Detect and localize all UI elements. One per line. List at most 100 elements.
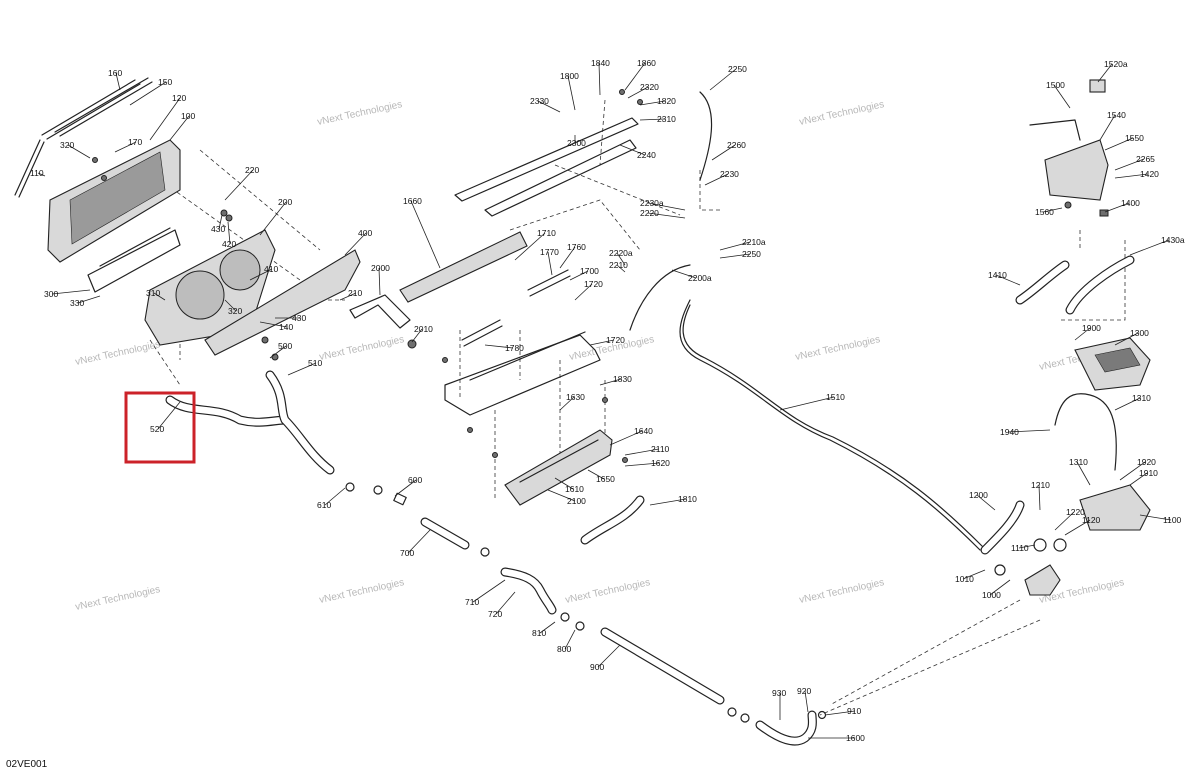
leader-line	[569, 270, 589, 281]
callout-label: 430	[292, 313, 306, 323]
callout-label: 610	[317, 500, 331, 510]
leader-line	[616, 264, 626, 273]
callout-layer: 1601501201001101703202204304202003003303…	[30, 58, 1185, 743]
leader-line	[547, 251, 553, 276]
leader-line	[407, 529, 431, 554]
watermark-text: vNext Technologies	[318, 334, 405, 363]
callout-label: 900	[590, 662, 604, 672]
leader-line	[1097, 63, 1113, 83]
callout-label: 1410	[988, 270, 1007, 280]
callout-label: 1310	[1132, 393, 1151, 403]
callout-label: 1620	[651, 458, 670, 468]
leader-line	[472, 579, 506, 603]
leader-line	[410, 200, 441, 269]
callout-label: 210	[348, 288, 362, 298]
pump-1000	[1024, 564, 1061, 596]
leader-line	[129, 81, 167, 106]
bracket-2000	[349, 294, 411, 329]
callout-label: 1940	[1000, 427, 1019, 437]
callout-label: 1860	[637, 58, 656, 68]
callout-label: 1540	[1107, 110, 1126, 120]
callout-label: 2200a	[688, 273, 712, 283]
callout-label: 170	[128, 137, 142, 147]
callout-label: 140	[279, 322, 293, 332]
callout-label: 2220a	[609, 248, 633, 258]
leader-line	[989, 579, 1011, 596]
callout-label: 1220	[1066, 507, 1085, 517]
leader-line	[711, 144, 736, 161]
watermark-text: vNext Technologies	[74, 584, 161, 613]
callout-label: 1210	[1031, 480, 1050, 490]
callout-label: 800	[557, 644, 571, 654]
leader-line	[589, 339, 615, 346]
assembly-dash-lines	[149, 99, 1126, 716]
leader-line	[411, 328, 423, 343]
leader-line	[671, 269, 697, 279]
leader-line	[51, 289, 91, 295]
callout-label: 1800	[560, 71, 579, 81]
callout-label: 520	[150, 424, 164, 434]
watermark-text: vNext Technologies	[316, 99, 403, 128]
leader-line	[224, 299, 237, 312]
leader-line	[824, 710, 856, 716]
leader-line	[37, 172, 46, 177]
callout-label: 200	[278, 197, 292, 207]
watermark-text: vNext Technologies	[798, 577, 885, 606]
leader-line	[616, 252, 626, 266]
leader-line	[153, 292, 166, 301]
leader-line	[1114, 158, 1145, 171]
leader-line	[227, 221, 231, 245]
callout-label: 420	[222, 239, 236, 249]
callout-label: 2320	[640, 82, 659, 92]
leader-line	[1114, 332, 1139, 346]
callout-label: 100	[181, 111, 195, 121]
callout-label: 2230a	[640, 198, 664, 208]
callout-label: 400	[358, 228, 372, 238]
leader-line	[115, 72, 121, 91]
watermark-text: vNext Technologies	[564, 577, 651, 606]
feed-lines	[629, 91, 984, 551]
leader-line	[537, 100, 561, 113]
callout-label: 1110	[1011, 543, 1029, 553]
leader-line	[1018, 544, 1036, 549]
callout-label: 1430a	[1161, 235, 1185, 245]
callout-label: 1910	[1139, 468, 1158, 478]
leader-line	[157, 401, 181, 430]
leader-line	[1114, 397, 1141, 411]
tray-1700	[444, 334, 601, 416]
callout-label: 2330	[530, 96, 549, 106]
leader-line	[169, 115, 190, 141]
box-1610	[504, 429, 613, 506]
callout-label: 1770	[540, 247, 559, 257]
callout-label: 2240	[637, 150, 656, 160]
callout-label: 1100	[1163, 515, 1182, 525]
right-assembly	[980, 79, 1151, 596]
callout-label: 1760	[567, 242, 586, 252]
callout-label: 700	[400, 548, 414, 558]
rail-2310	[454, 117, 639, 202]
leader-line	[1114, 173, 1149, 179]
callout-label: 1610	[565, 484, 584, 494]
leader-line	[339, 292, 357, 301]
leader-line	[779, 396, 835, 411]
leader-line	[218, 214, 223, 230]
callout-label: 1560	[1035, 207, 1054, 217]
callout-label: 1010	[955, 574, 974, 584]
callout-label: 600	[408, 475, 422, 485]
leader-line	[619, 144, 646, 156]
callout-label: 330	[70, 298, 84, 308]
callout-label: 310	[146, 288, 160, 298]
seal-strip-160	[41, 79, 141, 140]
leader-line	[567, 75, 576, 111]
callout-label: 1300	[1130, 328, 1149, 338]
mount-400	[204, 249, 361, 356]
leader-line	[647, 212, 686, 219]
leader-line	[1104, 202, 1130, 213]
leader-line	[559, 396, 575, 411]
watermark-text: vNext Technologies	[318, 577, 405, 606]
callout-label: 410	[264, 264, 278, 274]
leader-line	[1129, 472, 1148, 486]
leader-line	[574, 283, 593, 301]
callout-label: 1810	[678, 494, 697, 504]
watermark-text: vNext Technologies	[798, 99, 885, 128]
